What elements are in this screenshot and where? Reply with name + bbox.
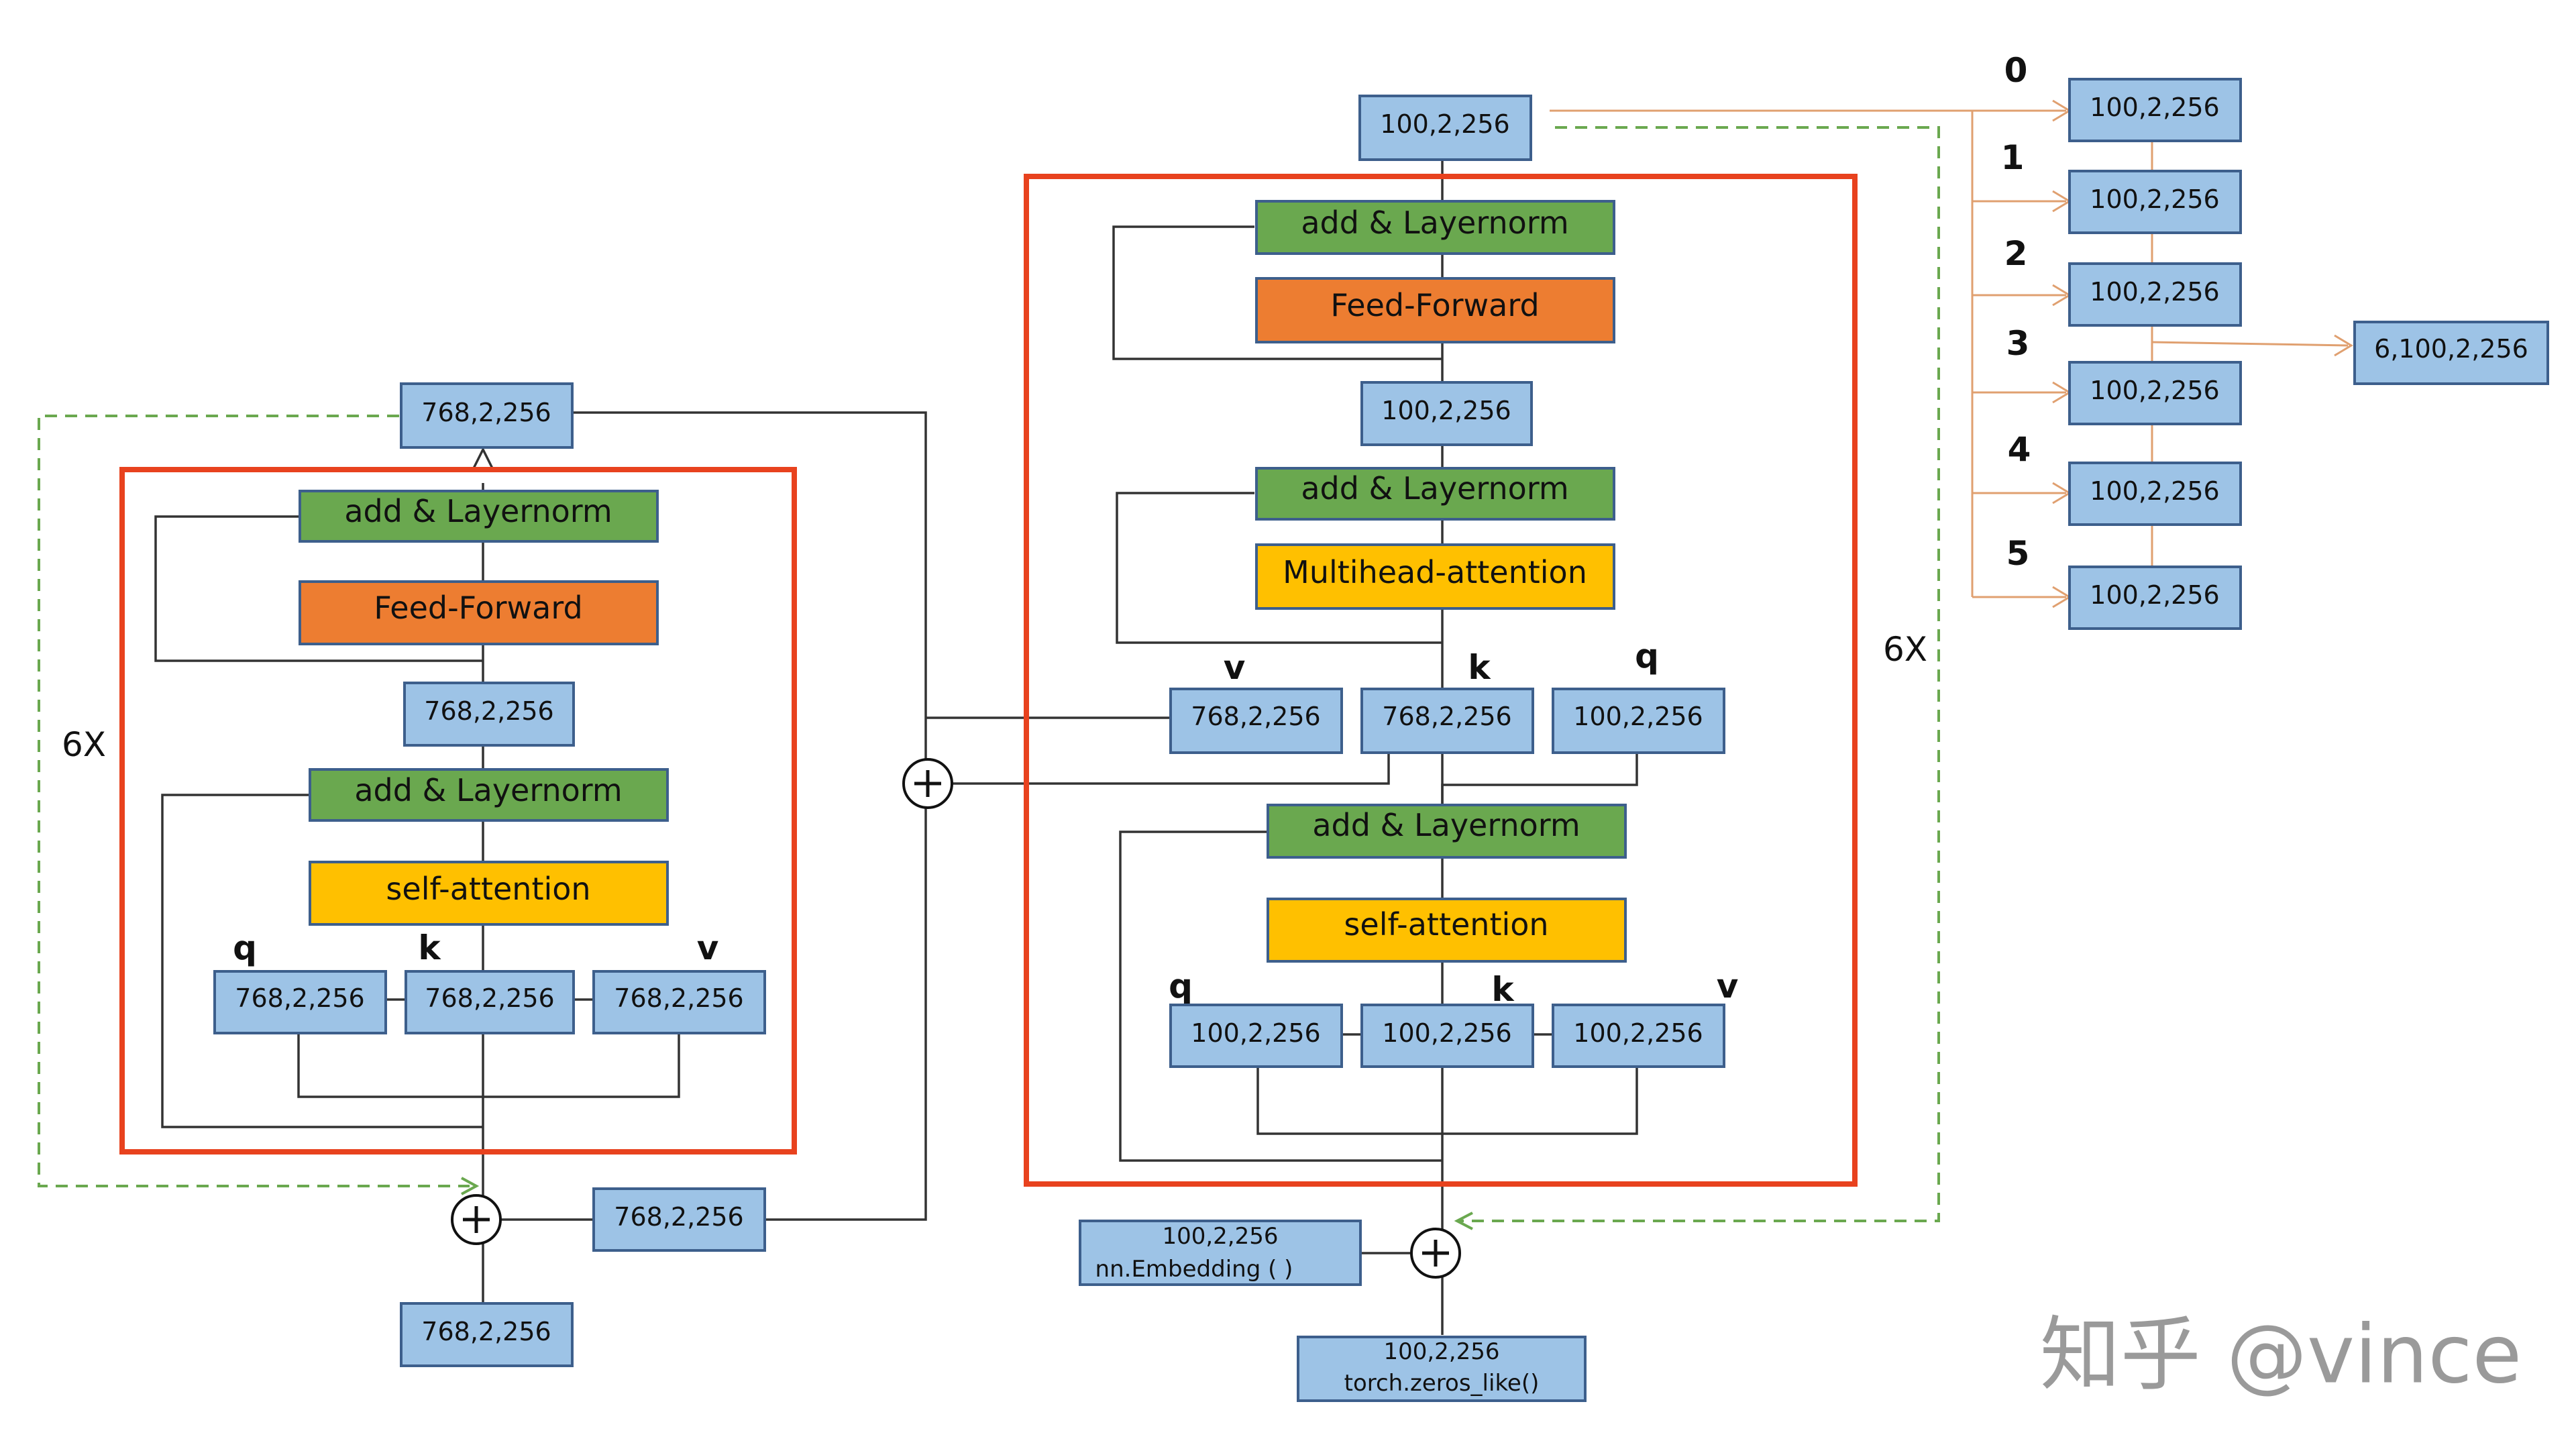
decoder-cross-k-label: k xyxy=(1468,648,1491,687)
svg-text:add & Layernorm: add & Layernorm xyxy=(1301,205,1568,241)
encoder-output-box: 768,2,256 xyxy=(400,382,574,449)
encoder-k-label: k xyxy=(418,928,441,967)
decoder-self-attention: self-attention xyxy=(1267,898,1627,963)
decoder-self-k-label: k xyxy=(1491,970,1515,1009)
encoder-q-label: q xyxy=(233,928,257,967)
svg-text:768,2,256: 768,2,256 xyxy=(421,398,551,427)
svg-text:768,2,256: 768,2,256 xyxy=(424,696,553,726)
query-embedding-box: 100,2,256 nn.Embedding ( ) xyxy=(1079,1220,1362,1286)
zeros-like-box: 100,2,256 torch.zeros_like() xyxy=(1297,1336,1587,1402)
decoder-cross-norm: add & Layernorm xyxy=(1255,467,1615,521)
encoder-plus-icon xyxy=(451,1194,502,1245)
svg-text:100,2,256: 100,2,256 xyxy=(1191,1018,1320,1048)
output-box-3: 100,2,256 xyxy=(2068,361,2242,425)
svg-text:100,2,256: 100,2,256 xyxy=(2090,277,2219,307)
svg-text:100,2,256: 100,2,256 xyxy=(1381,396,1511,425)
svg-text:100,2,256: 100,2,256 xyxy=(2090,93,2219,122)
output-index-3: 3 xyxy=(2006,324,2030,363)
repeat-dashes xyxy=(38,126,1940,1230)
decoder-cross-v-label: v xyxy=(1224,648,1246,687)
encoder-pos-box: 768,2,256 xyxy=(592,1187,766,1252)
output-box-1: 100,2,256 xyxy=(2068,170,2242,234)
svg-text:add & Layernorm: add & Layernorm xyxy=(1312,807,1580,843)
svg-text:add & Layernorm: add & Layernorm xyxy=(344,493,612,529)
decoder-multihead-attention: Multihead-attention xyxy=(1255,543,1615,610)
output-box-4: 100,2,256 xyxy=(2068,462,2242,526)
svg-text:100,2,256: 100,2,256 xyxy=(1383,1338,1499,1365)
svg-text:add & Layernorm: add & Layernorm xyxy=(354,772,622,808)
output-index-1: 1 xyxy=(2001,138,2025,177)
output-index-2: 2 xyxy=(2004,234,2028,273)
svg-text:add & Layernorm: add & Layernorm xyxy=(1301,470,1568,506)
decoder-top-box: 100,2,256 xyxy=(1358,95,1532,161)
svg-text:torch.zeros_like(): torch.zeros_like() xyxy=(1344,1370,1540,1397)
svg-text:768,2,256: 768,2,256 xyxy=(614,1202,743,1232)
decoder-self-k-box: 100,2,256 xyxy=(1360,1004,1534,1068)
encoder-v-box: 768,2,256 xyxy=(592,970,766,1034)
svg-text:768,2,256: 768,2,256 xyxy=(421,1317,551,1346)
decoder-plus-icon xyxy=(1410,1228,1461,1279)
decoder-mid-box: 100,2,256 xyxy=(1360,381,1533,446)
decoder-self-q-box: 100,2,256 xyxy=(1169,1004,1343,1068)
svg-text:nn.Embedding ( ): nn.Embedding ( ) xyxy=(1095,1256,1293,1283)
output-index-5: 5 xyxy=(2006,534,2030,573)
decoder-self-norm: add & Layernorm xyxy=(1267,804,1627,859)
svg-text:100,2,256: 100,2,256 xyxy=(1382,1018,1511,1048)
svg-text:100,2,256: 100,2,256 xyxy=(1573,1018,1703,1048)
svg-text:Feed-Forward: Feed-Forward xyxy=(374,590,582,626)
svg-text:100,2,256: 100,2,256 xyxy=(1162,1223,1278,1250)
svg-text:100,2,256: 100,2,256 xyxy=(1380,109,1509,139)
svg-text:100,2,256: 100,2,256 xyxy=(2090,376,2219,405)
decoder-cross-v-box: 768,2,256 xyxy=(1169,688,1343,754)
encoder-self-attention: self-attention xyxy=(309,861,669,926)
output-box-0: 100,2,256 xyxy=(2068,78,2242,142)
encoder-v-label: v xyxy=(697,928,719,967)
output-index-0: 0 xyxy=(2004,51,2028,90)
encoder-q-box: 768,2,256 xyxy=(213,970,387,1034)
decoder-layer-frame xyxy=(1024,174,1858,1187)
encoder-input-box: 768,2,256 xyxy=(400,1302,574,1367)
encoder-mid-box: 768,2,256 xyxy=(403,682,575,747)
output-box-5: 100,2,256 xyxy=(2068,566,2242,630)
encoder-feed-forward: Feed-Forward xyxy=(299,580,659,645)
svg-text:768,2,256: 768,2,256 xyxy=(614,983,743,1013)
encoder-layer-frame xyxy=(119,467,797,1155)
encoder-k-box: 768,2,256 xyxy=(405,970,575,1034)
decoder-self-q-label: q xyxy=(1169,967,1193,1006)
watermark: 知乎 @vince xyxy=(2040,1309,2522,1402)
svg-text:768,2,256: 768,2,256 xyxy=(1191,702,1320,731)
svg-text:self-attention: self-attention xyxy=(386,871,590,907)
stacked-output-box: 6,100,2,256 xyxy=(2353,321,2549,385)
svg-text:768,2,256: 768,2,256 xyxy=(425,983,554,1013)
encoder-ffn-norm: add & Layernorm xyxy=(299,490,659,543)
decoder-cross-k-box: 768,2,256 xyxy=(1360,688,1534,754)
svg-text:768,2,256: 768,2,256 xyxy=(1382,702,1511,731)
svg-text:100,2,256: 100,2,256 xyxy=(2090,476,2219,506)
decoder-self-v-box: 100,2,256 xyxy=(1552,1004,1725,1068)
output-index-4: 4 xyxy=(2008,430,2031,469)
svg-text:self-attention: self-attention xyxy=(1344,906,1548,943)
encoder-repeat-label: 6X xyxy=(62,725,106,764)
encoder-attn-norm: add & Layernorm xyxy=(309,768,669,822)
svg-text:Feed-Forward: Feed-Forward xyxy=(1330,287,1539,323)
svg-text:768,2,256: 768,2,256 xyxy=(235,983,364,1013)
decoder-feed-forward: Feed-Forward xyxy=(1255,277,1615,343)
svg-text:6,100,2,256: 6,100,2,256 xyxy=(2374,334,2528,364)
svg-text:100,2,256: 100,2,256 xyxy=(2090,580,2219,610)
svg-text:100,2,256: 100,2,256 xyxy=(2090,184,2219,214)
svg-text:100,2,256: 100,2,256 xyxy=(1573,702,1703,731)
decoder-repeat-label: 6X xyxy=(1883,630,1927,669)
svg-text:Multihead-attention: Multihead-attention xyxy=(1283,554,1587,590)
decoder-plus-icon-cross xyxy=(902,758,953,809)
decoder-self-v-label: v xyxy=(1717,967,1739,1006)
decoder-cross-q-label: q xyxy=(1635,637,1659,676)
decoder-cross-q-box: 100,2,256 xyxy=(1552,688,1725,754)
decoder-ffn-norm: add & Layernorm xyxy=(1255,200,1615,255)
output-box-2: 100,2,256 xyxy=(2068,262,2242,327)
